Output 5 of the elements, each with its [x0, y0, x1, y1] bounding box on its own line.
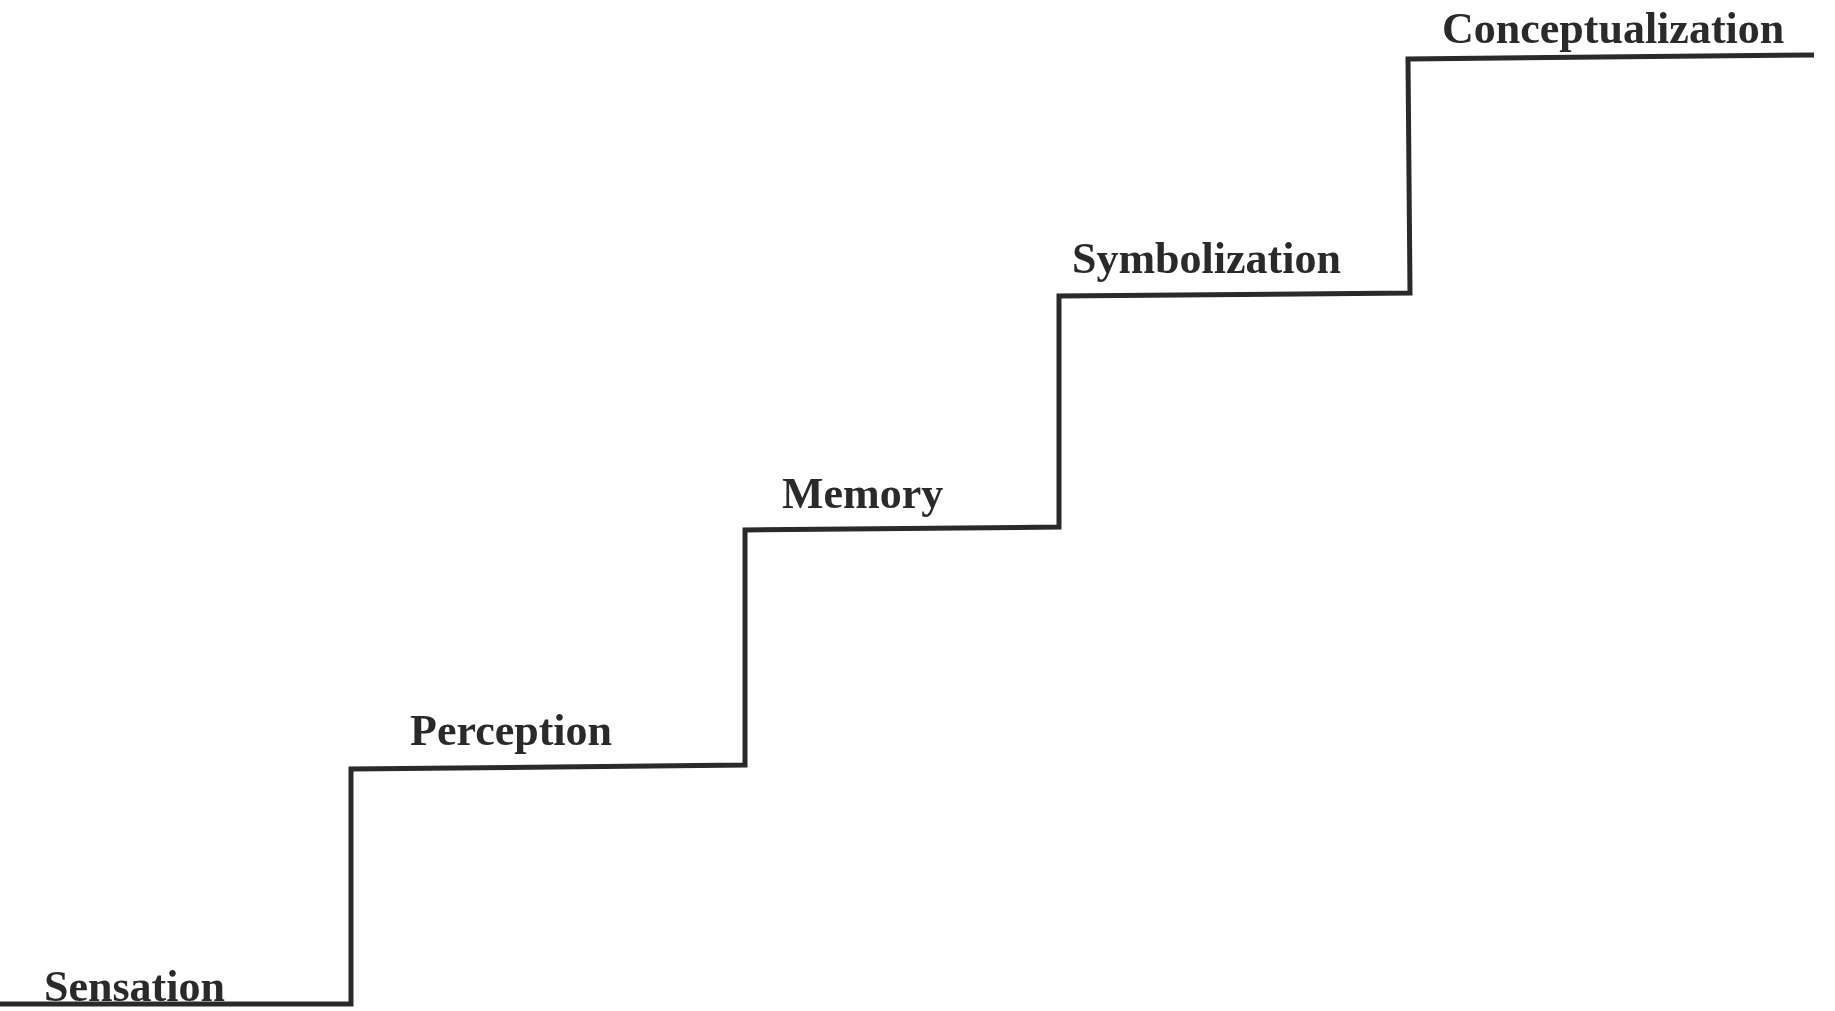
step-label: Sensation [44, 962, 225, 1011]
step-label: Symbolization [1072, 234, 1341, 284]
step-label: Conceptualization [1442, 4, 1785, 54]
step-label: Perception [410, 706, 613, 756]
step-label: Memory [782, 469, 944, 519]
